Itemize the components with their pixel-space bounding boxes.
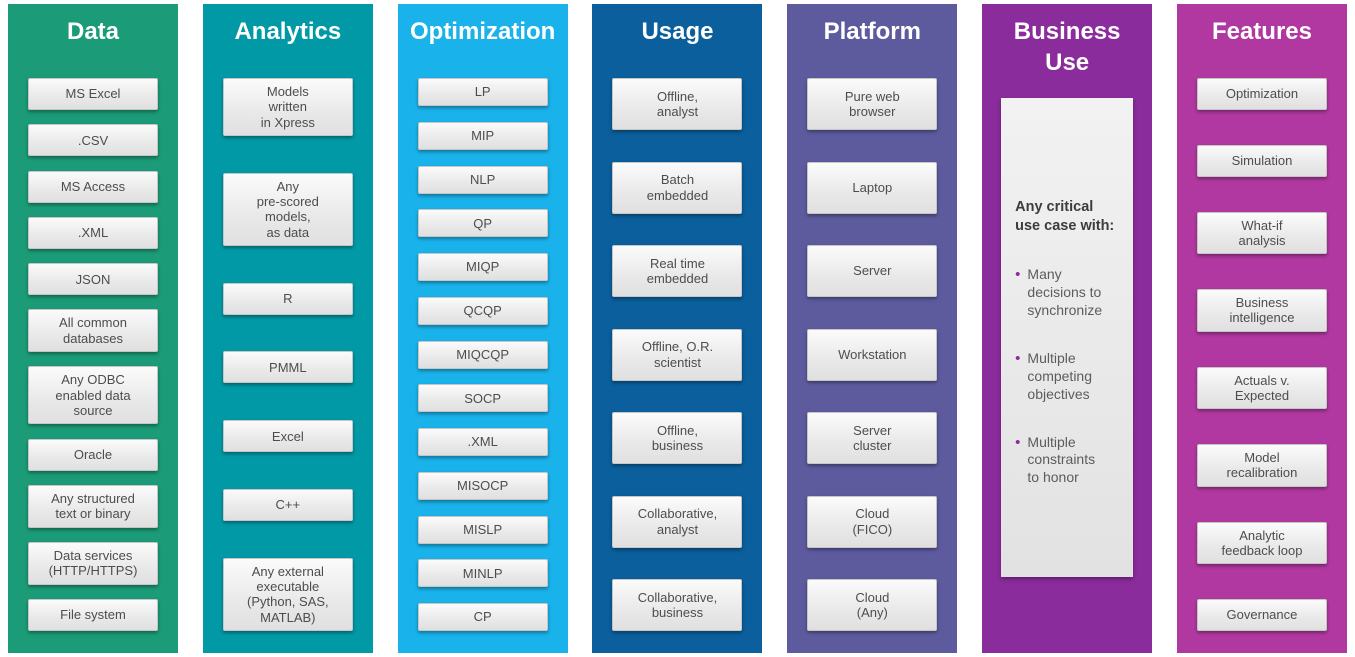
item-box-optimization-11: MINLP [417, 559, 548, 588]
item-box-platform-0: Pure web browser [807, 78, 938, 130]
item-box-optimization-1: MIP [417, 121, 548, 150]
item-box-usage-6: Collaborative, business [612, 579, 743, 631]
column-title-usage: Usage [641, 18, 714, 45]
item-box-optimization-6: MIQCQP [417, 340, 548, 369]
column-items-optimization: LP MIP NLP QP MIQP QCQP MIQCQP SOCP .XML MISOCP MI… [398, 74, 568, 639]
item-box-analytics-4: Excel [222, 420, 353, 453]
column-title-platform: Platform [823, 18, 921, 45]
item-box-optimization-7: SOCP [417, 384, 548, 413]
item-box-data-3: .XML [28, 216, 158, 249]
item-box-data-1: .CSV [28, 124, 158, 157]
item-box-optimization-0: LP [417, 78, 548, 106]
column-title-business-use: Business Use [1013, 18, 1121, 77]
bullet-icon: • [1015, 349, 1021, 367]
item-box-optimization-8: .XML [417, 428, 548, 456]
bullet-item-2: • Multiple constraints to honor [1015, 434, 1095, 488]
panel-heading: Any critical use case with: [1015, 199, 1115, 235]
column-title-data: Data [66, 18, 120, 45]
item-box-data-8: Any structured text or binary [28, 485, 158, 528]
column-title-optimization: Optimization [409, 18, 556, 45]
item-box-platform-2: Server [807, 245, 938, 297]
item-box-usage-2: Real time embedded [612, 245, 743, 297]
bullet-text-2: Multiple constraints to honor [1027, 433, 1096, 486]
item-box-usage-5: Collaborative, analyst [612, 495, 743, 548]
item-box-data-7: Oracle [28, 438, 158, 471]
item-box-features-4: Actuals v. Expected [1196, 366, 1327, 410]
item-box-data-2: MS Access [28, 170, 158, 203]
item-box-optimization-3: QP [417, 209, 548, 238]
bullet-icon: • [1015, 433, 1021, 451]
item-box-features-1: Simulation [1196, 144, 1327, 177]
business-use-panel: Any critical use case with: • Many decisio… [1001, 98, 1134, 577]
bullet-item-1: • Multiple competing objectives [1015, 350, 1092, 404]
column-title-features: Features [1211, 18, 1312, 45]
item-box-data-5: All common databases [28, 309, 158, 353]
item-box-usage-3: Offline, O.R. scientist [612, 328, 743, 381]
item-box-optimization-4: MIQP [417, 253, 548, 281]
item-box-analytics-3: PMML [222, 351, 353, 384]
item-box-analytics-2: R [222, 282, 353, 315]
column-items-business-use: Any critical use case with: • Many decisio… [982, 78, 1152, 639]
item-box-data-4: JSON [28, 263, 158, 296]
item-box-usage-1: Batch embedded [612, 161, 743, 214]
item-box-features-7: Governance [1196, 598, 1327, 631]
item-box-data-0: MS Excel [28, 78, 158, 110]
column-items-data: MS Excel .CSV MS Access .XML JSON All common … [8, 74, 178, 639]
column-data: Data MS Excel .CSV MS Access .XML JSON All com… [8, 4, 178, 653]
item-box-optimization-2: NLP [417, 165, 548, 194]
item-box-data-6: Any ODBC enabled data source [28, 366, 158, 425]
item-box-analytics-0: Models written in Xpress [222, 78, 353, 136]
bullet-item-0: • Many decisions to synchronize [1015, 266, 1102, 320]
item-box-features-3: Business intelligence [1196, 289, 1327, 332]
item-box-analytics-5: C++ [222, 488, 353, 521]
item-box-data-9: Data services (HTTP/HTTPS) [28, 541, 158, 585]
item-box-features-0: Optimization [1196, 78, 1327, 110]
item-box-features-5: Model recalibration [1196, 444, 1327, 487]
bullet-icon: • [1015, 266, 1021, 284]
column-title-analytics: Analytics [234, 18, 342, 45]
item-box-platform-6: Cloud (Any) [807, 579, 938, 631]
item-box-optimization-12: CP [417, 603, 548, 631]
item-box-optimization-9: MISOCP [417, 471, 548, 500]
item-box-features-2: What-if analysis [1196, 211, 1327, 255]
item-box-optimization-10: MISLP [417, 515, 548, 544]
item-box-data-10: File system [28, 598, 158, 631]
item-box-platform-1: Laptop [807, 161, 938, 214]
item-box-usage-4: Offline, business [612, 412, 743, 464]
item-box-analytics-1: Any pre-scored models, as data [222, 172, 353, 247]
item-box-optimization-5: QCQP [417, 296, 548, 325]
item-box-analytics-6: Any external executable (Python, SAS, MA… [222, 557, 353, 631]
item-box-platform-3: Workstation [807, 328, 938, 381]
item-box-features-6: Analytic feedback loop [1196, 521, 1327, 565]
item-box-usage-0: Offline, analyst [612, 78, 743, 130]
bullet-text-0: Many decisions to synchronize [1027, 266, 1103, 318]
bullet-text-1: Multiple competing objectives [1027, 349, 1092, 402]
item-box-platform-4: Server cluster [807, 412, 938, 464]
item-box-platform-5: Cloud (FICO) [807, 495, 938, 548]
